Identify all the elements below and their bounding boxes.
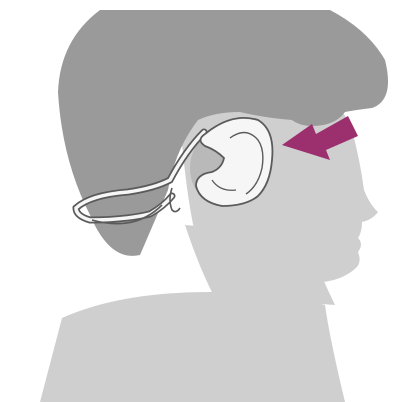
- shoulders: [40, 292, 345, 402]
